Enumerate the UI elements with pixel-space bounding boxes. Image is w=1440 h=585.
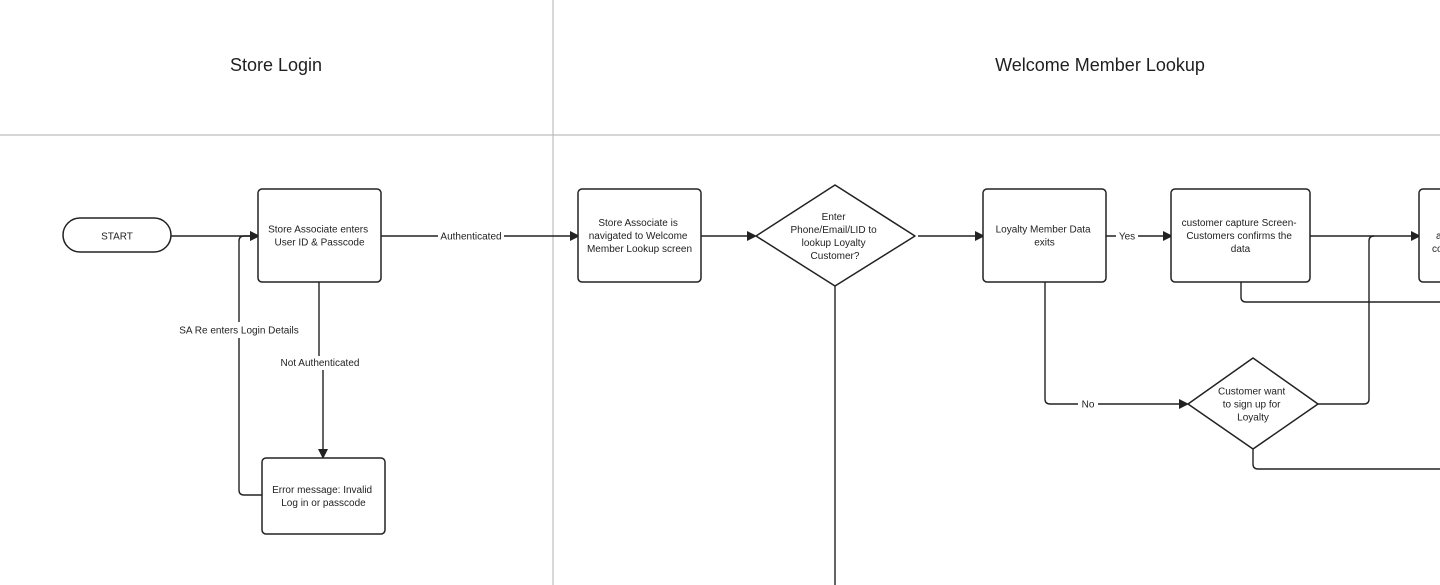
edge-member-no-to-signup	[1044, 282, 1189, 409]
re-enter-label-bg	[183, 322, 295, 338]
edge-error-back-to-credentials	[238, 231, 262, 496]
member-data-label: Loyalty Member Data exits	[996, 225, 1094, 249]
signup-diamond	[1187, 357, 1319, 450]
partial-right-label: a co	[1432, 231, 1440, 255]
enter-credentials-box	[257, 188, 382, 283]
member-data-box	[982, 188, 1107, 283]
edge-label-yes: Yes	[1119, 232, 1135, 243]
node-signup-decision[interactable]: Customer want to sign up for Loyalty	[1187, 357, 1319, 450]
error-message-box	[261, 457, 386, 535]
customer-capture-box	[1170, 188, 1311, 283]
start-terminator	[62, 217, 172, 253]
signup-label: Customer want to sign up for Loyalty	[1218, 387, 1288, 424]
authenticated-label-bg	[438, 228, 504, 244]
error-message-label: Error message: Invalid Log in or passcod…	[272, 485, 375, 509]
edge-label-re-enter: SA Re enters Login Details	[179, 326, 299, 337]
node-customer-capture[interactable]: customer capture Screen- Customers confi…	[1170, 188, 1311, 283]
start-label: START	[101, 232, 133, 243]
navigated-box	[577, 188, 702, 283]
enter-credentials-label: Store Associate enters User ID & Passcod…	[268, 225, 371, 249]
node-start[interactable]: START	[62, 217, 172, 253]
edge-signup-bottom-right	[1252, 449, 1440, 470]
node-member-data-exists[interactable]: Loyalty Member Data exits	[982, 188, 1107, 283]
yes-label-bg	[1116, 228, 1138, 244]
lane-title-welcome-member-lookup: Welcome Member Lookup	[995, 55, 1205, 75]
node-enter-lookup-decision[interactable]: Enter Phone/Email/LID to lookup Loyalty …	[755, 184, 916, 287]
navigated-label: Store Associate is navigated to Welcome …	[587, 218, 692, 255]
lane-title-store-login: Store Login	[230, 55, 322, 75]
enter-lookup-diamond	[755, 184, 916, 287]
partial-right-box	[1418, 188, 1440, 283]
edge-capture-bottom-right	[1240, 282, 1440, 303]
node-partial-right[interactable]: a co	[1418, 188, 1440, 283]
edge-labels: Authenticated Not Authenticated SA Re en…	[179, 228, 1138, 412]
enter-lookup-label: Enter Phone/Email/LID to lookup Loyalty …	[791, 212, 880, 262]
no-label-bg	[1078, 396, 1098, 412]
node-navigated[interactable]: Store Associate is navigated to Welcome …	[577, 188, 702, 283]
customer-capture-label: customer capture Screen- Customers confi…	[1182, 218, 1300, 255]
edge-credentials-to-error	[319, 282, 323, 457]
node-enter-credentials[interactable]: Store Associate enters User ID & Passcod…	[257, 188, 382, 283]
node-error-message[interactable]: Error message: Invalid Log in or passcod…	[261, 457, 386, 535]
edge-signup-to-right	[1318, 235, 1375, 405]
edge-label-no: No	[1082, 400, 1095, 411]
edge-label-not-authenticated: Not Authenticated	[281, 358, 360, 369]
edge-label-authenticated: Authenticated	[440, 232, 501, 243]
